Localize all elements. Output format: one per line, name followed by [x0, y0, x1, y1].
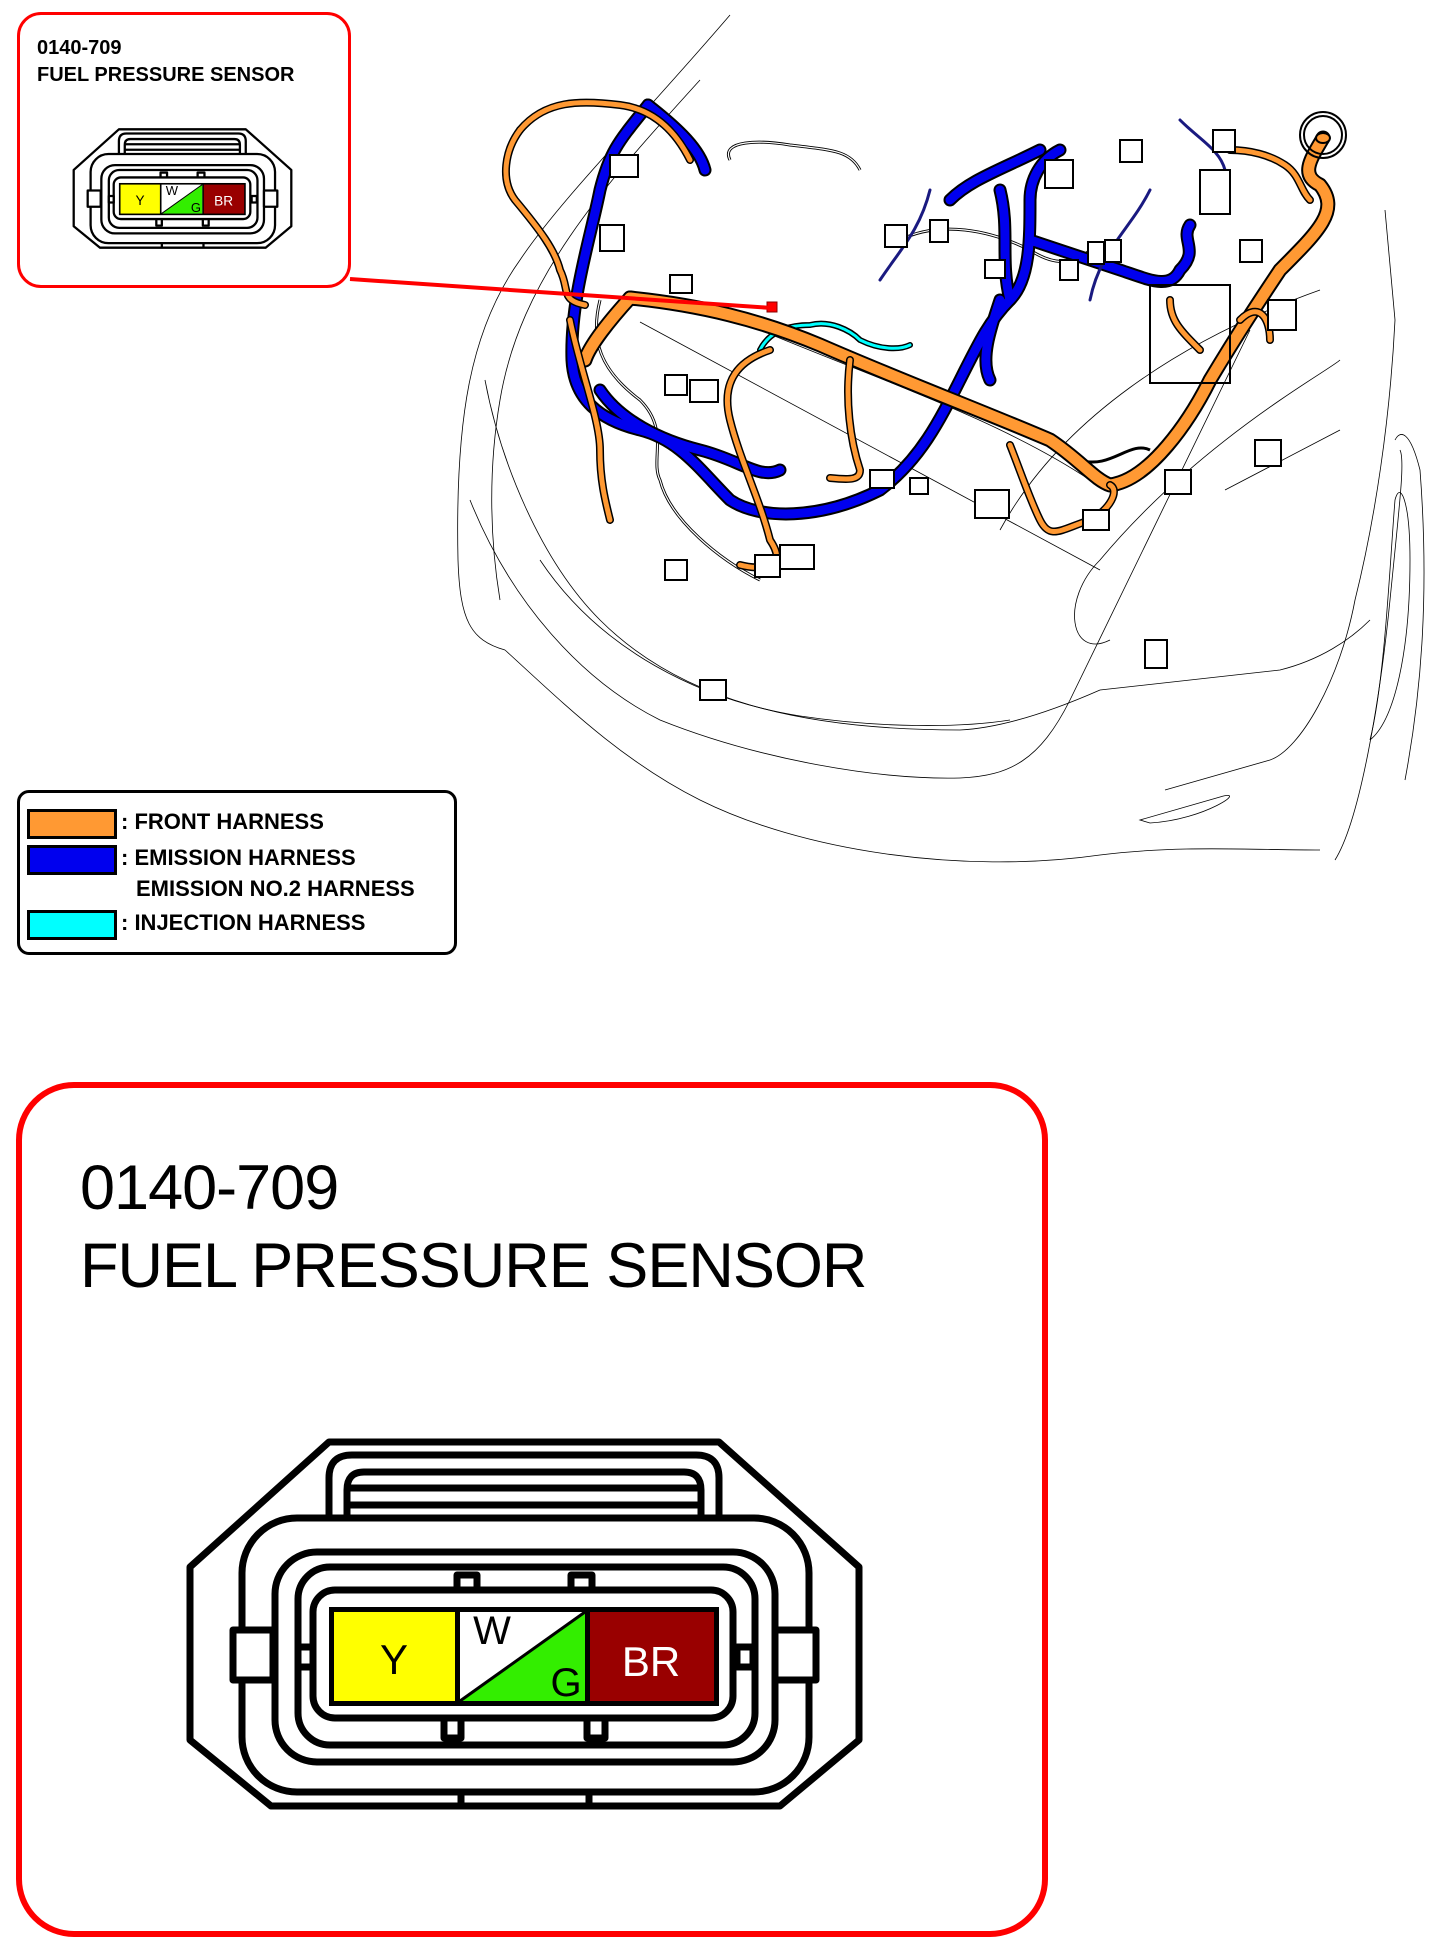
callout-leader-line	[349, 277, 773, 310]
legend-swatch-front-harness	[27, 809, 117, 839]
connector-code-small: 0140-709	[37, 37, 122, 59]
legend-swatch-emission-harness	[27, 845, 117, 875]
front-harness	[501, 98, 1336, 572]
legend-label-emission-harness: : EMISSION HARNESS	[121, 845, 356, 870]
legend-label-emission-no2-harness: EMISSION NO.2 HARNESS	[136, 876, 415, 901]
vehicle-body-outline	[457, 14, 1425, 863]
connector-face-large: Y W G BR	[186, 1438, 863, 1810]
connector-name-large: FUEL PRESSURE SENSOR	[80, 1231, 867, 1301]
legend-label-front-harness: : FRONT HARNESS	[121, 809, 324, 834]
connector-code-large: 0140-709	[80, 1153, 339, 1223]
engine-bay-harness-drawing	[349, 14, 1425, 863]
connector-callout-small[interactable]	[17, 12, 351, 288]
legend-label-injection-harness: : INJECTION HARNESS	[121, 910, 366, 935]
harness-connectors	[599, 129, 1297, 701]
legend-swatch-injection-harness	[27, 910, 117, 940]
connector-face-small	[72, 128, 293, 249]
harness-legend	[17, 790, 457, 955]
connector-callout-large	[16, 1082, 1048, 1937]
connector-name-small: FUEL PRESSURE SENSOR	[37, 64, 295, 86]
grommet-icon	[1299, 111, 1347, 159]
